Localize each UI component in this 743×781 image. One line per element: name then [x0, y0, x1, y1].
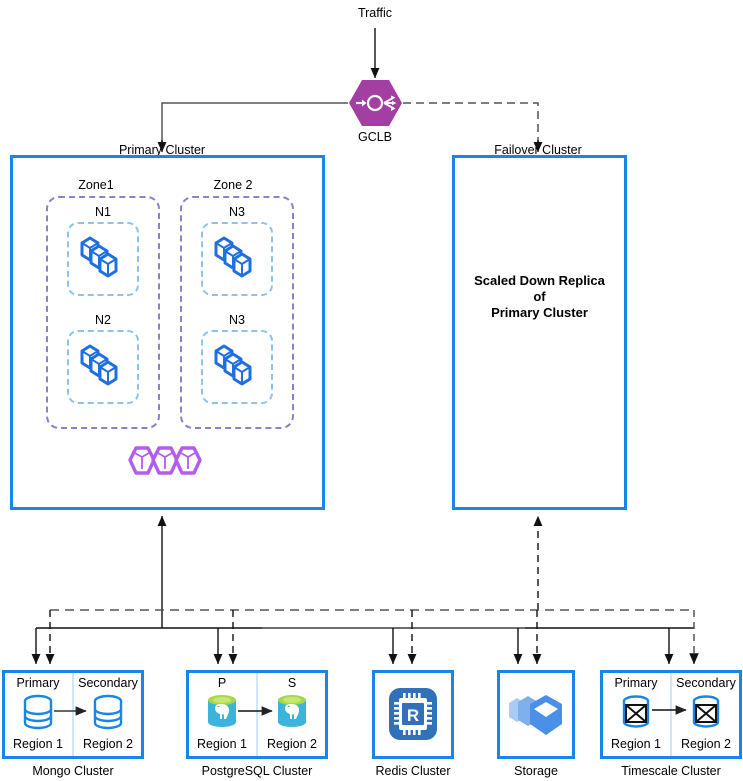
- pods-icon: [210, 339, 266, 395]
- node-n3b-label: N3: [229, 313, 245, 327]
- traffic-label: Traffic: [357, 6, 393, 20]
- zone1-label: Zone1: [78, 178, 114, 192]
- mongo-cluster-caption: Mongo Cluster: [32, 764, 114, 778]
- mongo-region1: Region 1: [12, 737, 64, 751]
- primary-cluster-label: Primary Cluster: [118, 143, 206, 157]
- timescale-secondary-role: Secondary: [676, 676, 736, 690]
- postgres-elephant-icon: [276, 692, 308, 730]
- gclb-label: GCLB: [357, 130, 393, 144]
- timescale-db-icon: [620, 694, 652, 730]
- timescale-region1: Region 1: [610, 737, 662, 751]
- primary-cluster-box[interactable]: [10, 155, 325, 510]
- node-n1-label: N1: [95, 205, 111, 219]
- postgresql-secondary-role: S: [287, 676, 297, 690]
- mongo-region-divider: [72, 673, 74, 756]
- timescale-cluster-caption: Timescale Cluster: [621, 764, 721, 778]
- node-n2-label: N2: [95, 313, 111, 327]
- pods-icon: [76, 231, 132, 287]
- postgres-elephant-icon: [206, 692, 238, 730]
- postgresql-primary-role: P: [217, 676, 227, 690]
- node-n3a-box[interactable]: [201, 222, 273, 296]
- postgresql-replication-arrow: [238, 706, 273, 716]
- pods-icon: [210, 231, 266, 287]
- purple-hex-cubes-icon: [128, 444, 208, 478]
- failover-body-line3: Primary Cluster: [491, 305, 588, 320]
- failover-body-line2: of: [533, 289, 546, 304]
- storage-caption: Storage: [514, 764, 558, 778]
- node-n2-box[interactable]: [67, 330, 139, 404]
- redis-cluster-caption: Redis Cluster: [375, 764, 451, 778]
- failover-cluster-box[interactable]: [452, 155, 627, 510]
- timescale-db-icon: [690, 694, 722, 730]
- zone1-box[interactable]: [46, 196, 160, 429]
- node-n1-box[interactable]: [67, 222, 139, 296]
- mongo-region2: Region 2: [82, 737, 134, 751]
- timescale-replication-arrow: [652, 705, 687, 715]
- mongo-db-icon: [92, 694, 124, 730]
- gclb-icon: [348, 78, 403, 128]
- storage-box-icon: [506, 690, 568, 742]
- pods-icon: [76, 339, 132, 395]
- zone2-label: Zone 2: [213, 178, 253, 192]
- svg-text:R: R: [407, 706, 419, 725]
- node-n3a-label: N3: [229, 205, 245, 219]
- mongo-db-icon: [22, 694, 54, 730]
- timescale-region-divider: [670, 673, 672, 756]
- timescale-region2: Region 2: [680, 737, 732, 751]
- postgresql-region2: Region 2: [266, 737, 318, 751]
- redis-chip-icon: R: [383, 680, 443, 748]
- postgresql-cluster-caption: PostgreSQL Cluster: [201, 764, 313, 778]
- mongo-primary-role: Primary: [16, 676, 60, 690]
- timescale-primary-role: Primary: [614, 676, 658, 690]
- node-n3b-box[interactable]: [201, 330, 273, 404]
- failover-cluster-label: Failover Cluster: [494, 143, 582, 157]
- mongo-secondary-role: Secondary: [78, 676, 138, 690]
- failover-body-line1: Scaled Down Replica: [474, 273, 605, 288]
- zone2-box[interactable]: [180, 196, 294, 429]
- postgresql-region-divider: [256, 673, 258, 756]
- mongo-replication-arrow: [54, 706, 87, 716]
- postgresql-region1: Region 1: [196, 737, 248, 751]
